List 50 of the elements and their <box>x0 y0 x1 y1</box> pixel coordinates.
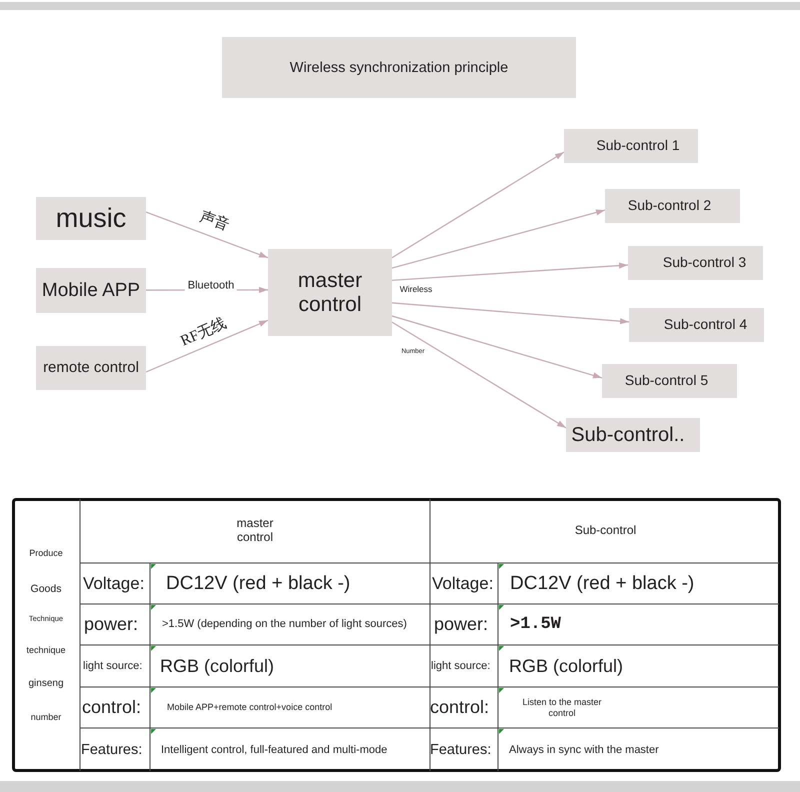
cell-value: Intelligent control, full-featured and multi-mode <box>161 744 388 756</box>
arrow <box>392 315 602 378</box>
arrow <box>146 212 268 258</box>
sub-control-box: Sub-control.. <box>566 418 700 452</box>
side-label: Goods <box>30 582 62 596</box>
cell-value: RGB (colorful) <box>160 656 274 676</box>
cell-value: RGB (colorful) <box>509 656 624 676</box>
cell-value: DC12V (red + black -) <box>510 572 694 594</box>
sub-control-box: Sub-control 5 <box>602 364 737 398</box>
row-label: power: <box>434 614 488 635</box>
title-banner: Wireless synchronization principle <box>222 37 576 98</box>
column-header: master control <box>236 516 274 544</box>
side-label: technique <box>26 644 66 656</box>
sub-control-box: Sub-control 1 <box>564 129 698 163</box>
sub-control-box: Sub-control 2 <box>605 189 740 223</box>
source-box: Mobile APP <box>36 268 146 313</box>
row-label: Features: <box>430 742 492 758</box>
row-label: control: <box>82 697 142 718</box>
master-box: master control <box>268 249 392 336</box>
column-header: Sub-control <box>574 524 636 538</box>
sub-control-box: Sub-control 3 <box>628 246 763 280</box>
arrow <box>392 262 628 281</box>
edge-label: Bluetooth <box>184 280 238 292</box>
arrow <box>392 152 564 258</box>
cell-value: DC12V (red + black -) <box>166 572 350 594</box>
cell-value: >1.5W <box>510 614 562 634</box>
row-label: light source: <box>431 660 490 672</box>
arrow <box>392 210 606 269</box>
row-label: power: <box>84 614 138 635</box>
edge-label: RF无线 <box>178 315 230 351</box>
arrow <box>392 302 630 324</box>
row-label: control: <box>430 697 490 718</box>
row-label: light source: <box>83 660 142 672</box>
source-box: music <box>36 197 146 240</box>
arrow <box>392 322 566 428</box>
edge-label: 声音 <box>196 208 232 236</box>
cell-value: Listen to the master control <box>521 697 603 718</box>
row-label: Voltage: <box>432 574 494 594</box>
side-label: number <box>30 712 62 722</box>
side-label: ginseng <box>28 678 64 690</box>
sub-control-box: Sub-control 4 <box>629 308 764 342</box>
cell-value: Mobile APP+remote control+voice control <box>167 702 332 713</box>
cell-value: >1.5W (depending on the number of light sources) <box>162 618 407 631</box>
side-label: Produce <box>29 548 63 558</box>
annotation-text: Wireless <box>400 285 432 295</box>
cell-value: Always in sync with the master <box>509 744 659 756</box>
row-label: Voltage: <box>83 574 144 594</box>
arrow <box>146 320 268 373</box>
source-box: remote control <box>36 346 146 390</box>
row-label: Features: <box>81 742 142 758</box>
